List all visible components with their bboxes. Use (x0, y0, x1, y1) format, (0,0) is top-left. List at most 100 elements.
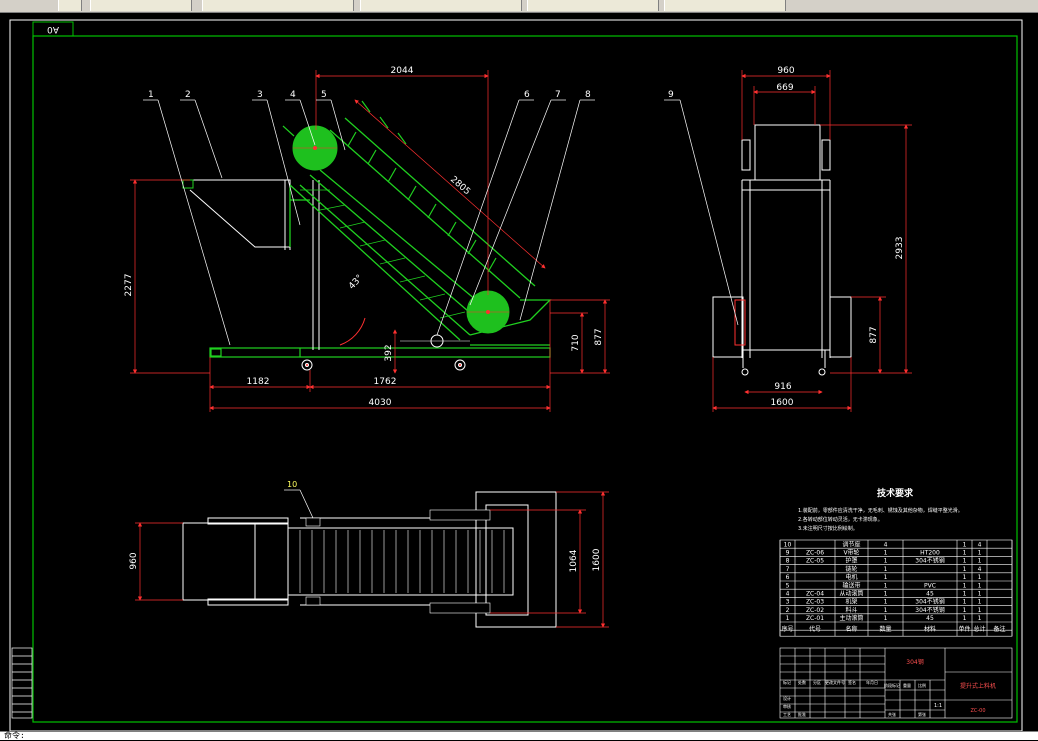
bom-cell-name: 电机 (845, 573, 857, 581)
title-label: 批准 (798, 711, 806, 717)
toolbar-tab-5[interactable] (527, 0, 659, 11)
bom-cell-qty: 1 (884, 591, 888, 598)
side-casters (301, 359, 466, 371)
side-base-frame (209, 347, 551, 358)
bom-cell-total: 1 (978, 599, 982, 606)
title-block (779, 647, 1013, 719)
bom-cell-code: ZC-02 (806, 607, 824, 614)
cad-drawing-canvas[interactable]: A0 (0, 12, 1038, 731)
bom-cell-total: 4 (978, 541, 982, 548)
bom-cell-name: 调节座 (842, 540, 860, 548)
bom-cell-no: 7 (786, 566, 790, 573)
title-label: 第张 (918, 711, 926, 717)
bom-cell-material: HT200 (920, 550, 940, 557)
toolbar-tab-2[interactable] (90, 0, 192, 11)
part-label-3: 3 (257, 90, 263, 100)
part-label-1: 1 (148, 90, 154, 100)
dim-end-base-h: 877 (869, 326, 879, 343)
bom-header-unit: 单件 (958, 625, 970, 633)
bom-cell-qty: 4 (884, 541, 888, 548)
title-label: 重量 (903, 682, 911, 688)
bom-cell-qty: 1 (884, 566, 888, 573)
end-view-dim-lines (712, 70, 912, 412)
dim-h1: 710 (571, 334, 581, 351)
part-label-9: 9 (668, 90, 674, 100)
bom-cell-no: 2 (786, 607, 790, 614)
title-label: 比例 (918, 682, 926, 688)
bom-header-total: 总计 (973, 625, 985, 633)
bom-cell-name: 料斗 (845, 606, 857, 614)
side-hopper (182, 179, 291, 248)
bom-cell-material: 45 (926, 615, 934, 622)
dim-end-outer: 960 (777, 66, 794, 76)
notes-line-2: 2.各转动部位转动灵活，无卡滞现象。 (798, 516, 883, 523)
command-line[interactable]: 命令: (0, 731, 1038, 740)
part-label-8: 8 (585, 90, 591, 100)
bom-cell-no: 10 (784, 541, 792, 548)
end-view[interactable]: 960 669 2933 877 916 1600 9 (664, 66, 912, 412)
dim-base-a: 1182 (247, 377, 270, 387)
bom-cell-no: 3 (786, 599, 790, 606)
bom-cell-material: 45 (926, 591, 934, 598)
end-view-dim-texts: 960 669 2933 877 916 1600 (771, 66, 905, 408)
toolbar-tab-3[interactable] (202, 0, 354, 11)
title-label: 处数 (798, 679, 806, 685)
bom-cell-name: 主动滚筒 (839, 614, 863, 622)
bom-cell-qty: 1 (884, 574, 888, 581)
top-view-leader (284, 489, 314, 519)
bom-cell-unit: 1 (963, 591, 967, 598)
side-leaders (143, 99, 595, 346)
toolbar-tab-6[interactable] (664, 0, 786, 11)
bom-cell-code: ZC-05 (806, 558, 824, 565)
notes-line-1: 1.装配前，零部件应清洗干净，无毛刺、锈蚀及其他杂物，焊缝平整光滑。 (798, 507, 963, 514)
title-label: 标记 (783, 679, 791, 685)
side-conveyor-band (329, 117, 536, 299)
title-label: 阶段标记 (884, 682, 900, 688)
toolbar-tab-4[interactable] (360, 0, 522, 11)
bom-header-note: 备注 (993, 625, 1005, 633)
dim-end-inner: 669 (776, 83, 793, 93)
bom-cell-code: ZC-04 (806, 591, 824, 598)
dim-end-wheels: 916 (774, 382, 791, 392)
dim-end-base-width: 1600 (771, 398, 794, 408)
top-view[interactable]: 960 1064 1600 10 (129, 480, 609, 628)
bom-cell-no: 8 (786, 558, 790, 565)
toolbar-tab-1[interactable] (58, 0, 82, 11)
dim-base-b: 1762 (374, 377, 397, 387)
bom-cell-qty: 1 (884, 615, 888, 622)
bom-cell-name: 链轮 (845, 565, 857, 573)
bom-cell-name: 护罩 (845, 557, 857, 565)
side-dimension-lines (130, 70, 610, 412)
bom-cell-unit: 1 (963, 599, 967, 606)
dim-h2: 877 (594, 328, 604, 345)
bom-cell-no: 1 (786, 615, 790, 622)
sheet-outer-border (9, 19, 1023, 731)
bom-cell-total: 1 (978, 574, 982, 581)
bom-cell-qty: 1 (884, 582, 888, 589)
bom-cell-qty: 1 (884, 550, 888, 557)
title-label: 签名 (848, 679, 856, 685)
bom-header-qty: 数量 (879, 625, 891, 633)
bom-cell-total: 1 (978, 591, 982, 598)
bom-cell-name: 从动滚筒 (839, 590, 863, 598)
title-label: 更改文件号 (825, 679, 845, 685)
command-prompt: 命令: (4, 731, 25, 740)
end-view-structure (712, 124, 852, 376)
bom-header-code: 代号 (809, 625, 821, 633)
notes-line-3: 3.未注明尺寸按比例绘制。 (798, 525, 858, 532)
title-drawing-name: 提升式上料机 (960, 682, 996, 690)
dim-height-left: 2277 (124, 274, 134, 297)
part-label-6: 6 (524, 90, 530, 100)
top-view-dim-texts: 960 1064 1600 (129, 548, 602, 572)
top-view-slats (299, 509, 505, 614)
dim-top-right: 1600 (592, 548, 602, 571)
end-view-leader (664, 99, 739, 326)
bom-cell-material: 304不锈钢 (915, 598, 944, 606)
part-label-2: 2 (185, 90, 191, 100)
bom-header-no: 序号 (781, 625, 793, 633)
title-drawing-code: ZC-00 (970, 708, 985, 714)
bom-cell-no: 5 (786, 582, 790, 589)
top-view-structure (182, 491, 557, 628)
side-view[interactable]: 43° 2044 2805 2277 1182 1762 4030 (124, 66, 610, 412)
size-tag-box (32, 21, 74, 37)
